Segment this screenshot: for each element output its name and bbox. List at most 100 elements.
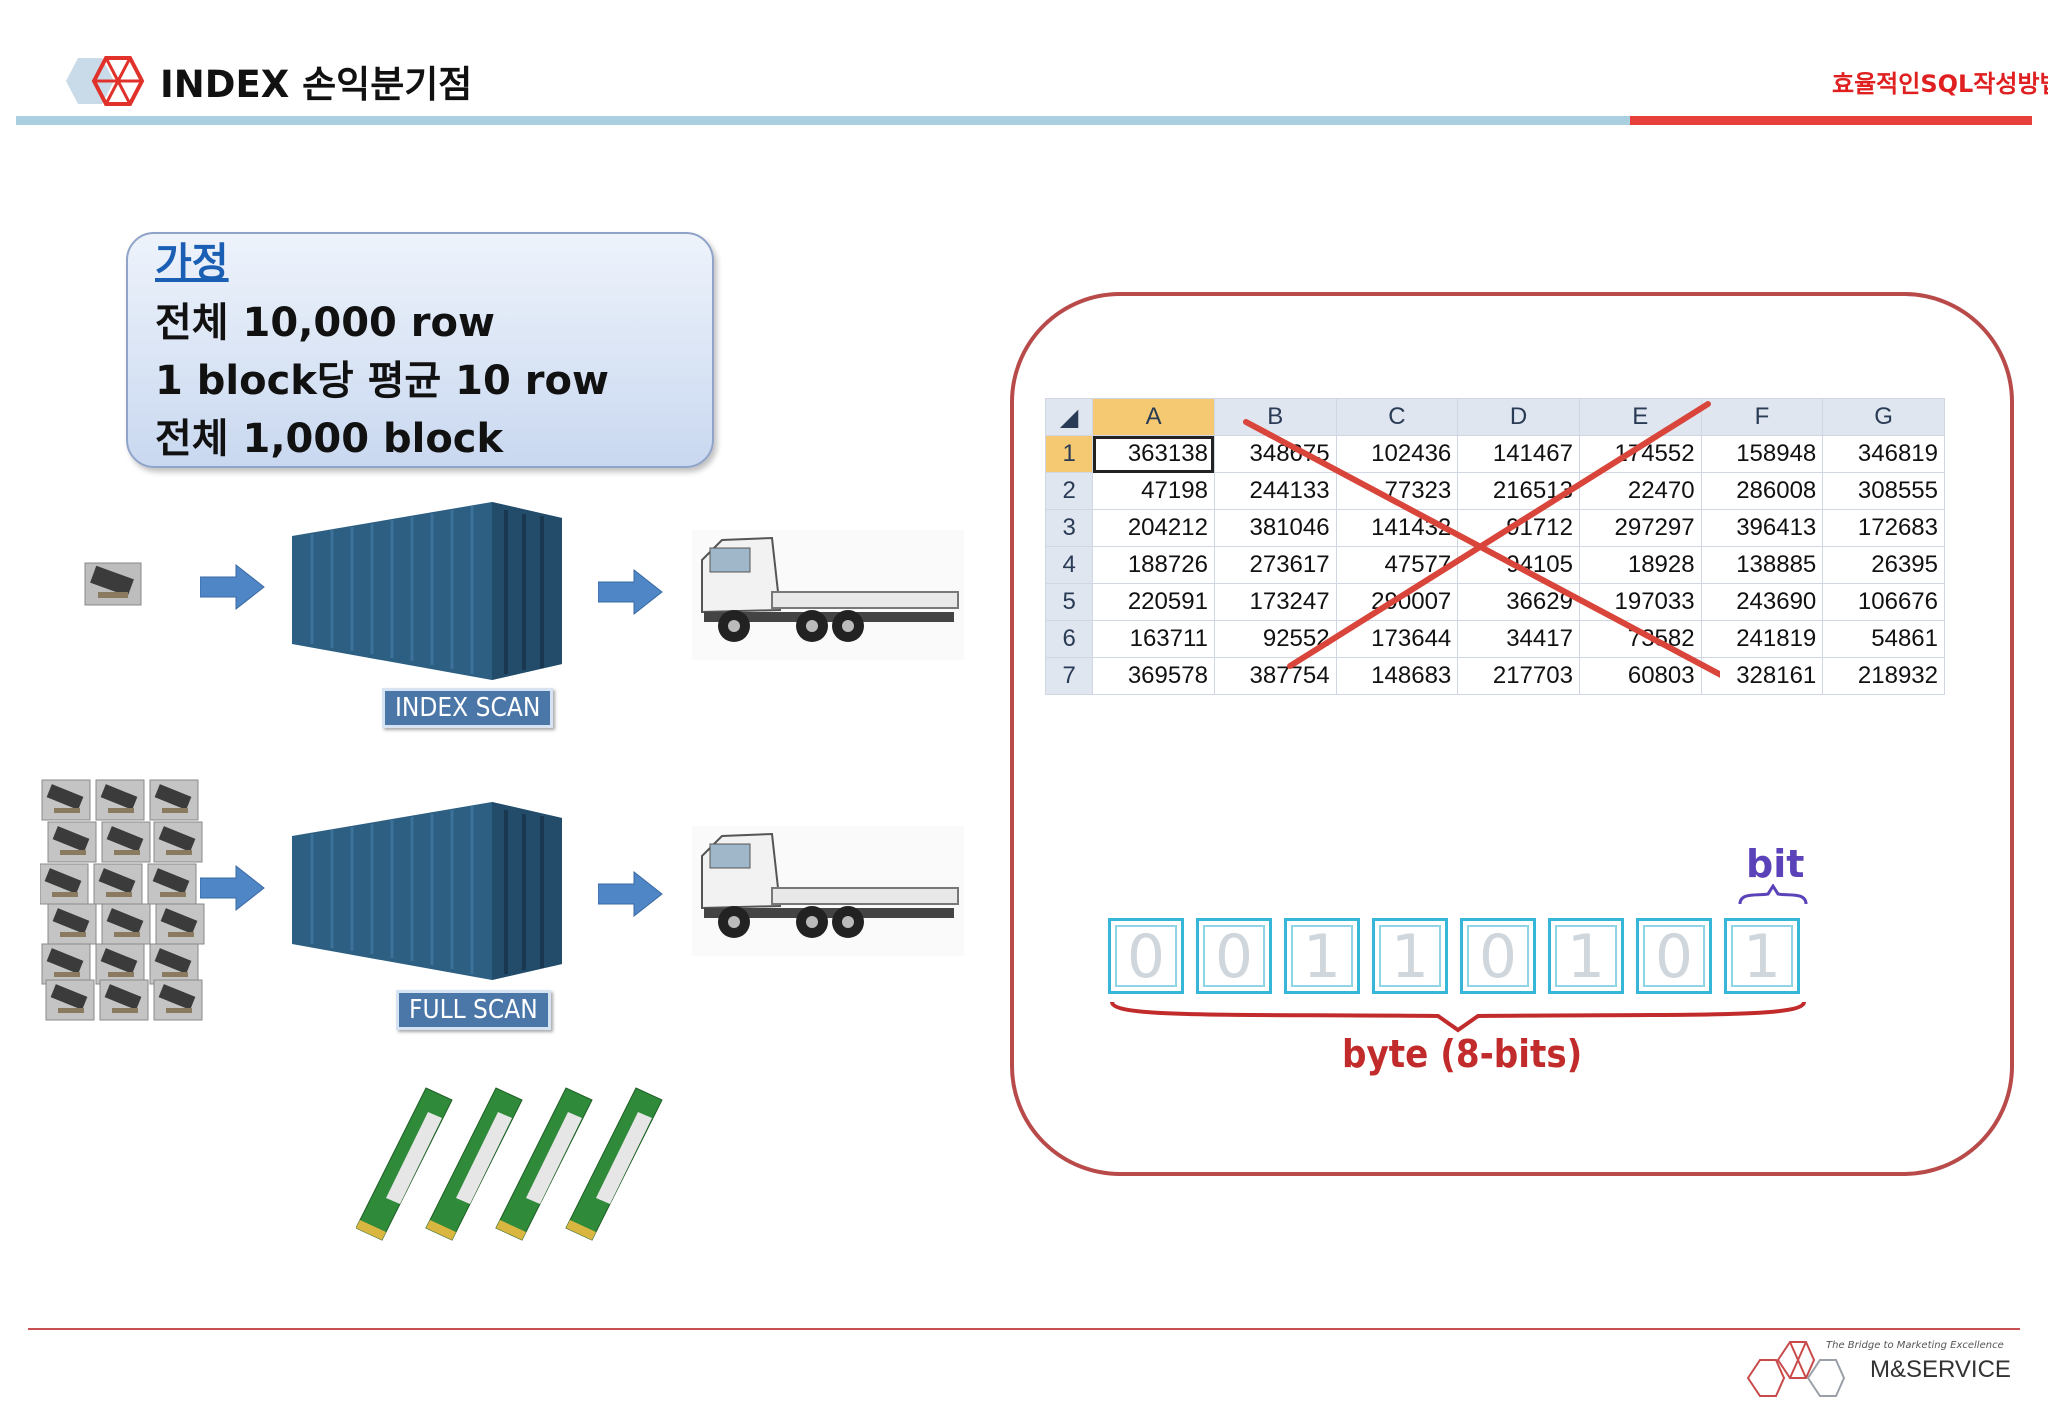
table-cell[interactable]: 148683	[1335, 657, 1459, 695]
table-cell[interactable]: 102436	[1335, 435, 1459, 473]
bit-cell: 1	[1372, 918, 1448, 994]
truck-icon	[692, 530, 964, 660]
table-cell[interactable]: 34417	[1457, 620, 1580, 658]
table-cell[interactable]: 18928	[1578, 546, 1702, 584]
byte-bits-row: 0 0 1 1 0 1 0 1	[1108, 918, 1800, 994]
arrow-right-icon	[598, 870, 663, 918]
table-cell[interactable]: 92552	[1213, 620, 1337, 658]
table-cell[interactable]: 138885	[1700, 546, 1824, 584]
row-header[interactable]: 7	[1044, 657, 1094, 695]
row-header[interactable]: 5	[1044, 583, 1094, 621]
single-block-icon	[84, 562, 142, 606]
table-cell[interactable]: 26395	[1822, 546, 1945, 584]
table-cell[interactable]: 363138	[1092, 435, 1215, 473]
table-cell[interactable]: 158948	[1700, 435, 1824, 473]
memory-modules-icon	[356, 1087, 663, 1241]
table-cell[interactable]: 173247	[1213, 583, 1337, 621]
table-cell[interactable]: 308555	[1822, 472, 1945, 510]
company-logo-icon	[66, 56, 145, 106]
column-header[interactable]: D	[1457, 398, 1580, 436]
table-cell[interactable]: 218932	[1822, 657, 1945, 695]
arrow-right-icon	[200, 563, 265, 611]
table-cell[interactable]: 36629	[1457, 583, 1580, 621]
table-cell[interactable]: 381046	[1213, 509, 1337, 547]
bit-cell: 0	[1460, 918, 1536, 994]
assumption-box	[126, 232, 714, 468]
table-cell[interactable]: 290007	[1335, 583, 1459, 621]
table-cell[interactable]: 243690	[1700, 583, 1824, 621]
bit-label: bit	[1746, 842, 1805, 886]
table-cell[interactable]: 54861	[1822, 620, 1945, 658]
table-cell[interactable]: 204212	[1092, 509, 1215, 547]
footer-brand-name: M&SERVICE	[1870, 1356, 2011, 1383]
table-cell[interactable]: 197033	[1578, 583, 1702, 621]
table-cell[interactable]: 141467	[1457, 435, 1580, 473]
table-cell[interactable]: 60803	[1578, 657, 1702, 695]
select-all-corner[interactable]: ◢	[1044, 398, 1094, 436]
table-cell[interactable]: 141432	[1335, 509, 1459, 547]
table-cell[interactable]: 91712	[1457, 509, 1580, 547]
header-divider-blue	[16, 116, 1630, 125]
row-header[interactable]: 2	[1044, 472, 1094, 510]
row-header[interactable]: 3	[1044, 509, 1094, 547]
column-header[interactable]: G	[1822, 398, 1945, 436]
table-cell[interactable]: 163711	[1092, 620, 1215, 658]
table-cell[interactable]: 396413	[1700, 509, 1824, 547]
section-subtitle: 효율적인SQL작성방법	[1832, 70, 2048, 98]
brand-logo-icon	[1746, 1341, 1846, 1397]
table-cell[interactable]: 22470	[1578, 472, 1702, 510]
table-cell[interactable]: 188726	[1092, 546, 1215, 584]
table-cell[interactable]: 217703	[1457, 657, 1580, 695]
table-cell[interactable]: 273617	[1213, 546, 1337, 584]
assumption-line: 전체 10,000 row	[155, 300, 495, 346]
column-header[interactable]: F	[1700, 398, 1824, 436]
table-cell[interactable]: 94105	[1457, 546, 1580, 584]
arrow-right-icon	[598, 568, 663, 616]
table-cell[interactable]: 174552	[1578, 435, 1702, 473]
table-cell[interactable]: 47577	[1335, 546, 1459, 584]
column-header[interactable]: B	[1213, 398, 1337, 436]
row-header[interactable]: 4	[1044, 546, 1094, 584]
table-cell[interactable]: 173644	[1335, 620, 1459, 658]
table-cell[interactable]: 297297	[1578, 509, 1702, 547]
table-cell[interactable]: 346819	[1822, 435, 1945, 473]
footer-tagline: The Bridge to Marketing Excellence	[1826, 1340, 2004, 1351]
table-cell[interactable]: 73582	[1578, 620, 1702, 658]
column-header-row: ◢ A B C D E F G	[1044, 398, 1945, 436]
row-header[interactable]: 1	[1044, 435, 1094, 473]
table-cell[interactable]: 172683	[1822, 509, 1945, 547]
column-header[interactable]: C	[1335, 398, 1459, 436]
table-cell[interactable]: 348675	[1213, 435, 1337, 473]
full-scan-label: FULL SCAN	[396, 990, 551, 1030]
footer-divider	[28, 1328, 2020, 1330]
bit-cell: 0	[1196, 918, 1272, 994]
table-cell[interactable]: 387754	[1213, 657, 1337, 695]
bit-cell: 1	[1284, 918, 1360, 994]
column-header[interactable]: E	[1578, 398, 1702, 436]
table-cell[interactable]: 328161	[1700, 657, 1824, 695]
table-cell[interactable]: 220591	[1092, 583, 1215, 621]
row-header[interactable]: 6	[1044, 620, 1094, 658]
table-cell[interactable]: 106676	[1822, 583, 1945, 621]
table-cell[interactable]: 369578	[1092, 657, 1215, 695]
table-cell[interactable]: 47198	[1092, 472, 1215, 510]
table-cell[interactable]: 216513	[1457, 472, 1580, 510]
table-cell[interactable]: 244133	[1213, 472, 1337, 510]
table-cell[interactable]: 286008	[1700, 472, 1824, 510]
container-icon	[292, 502, 562, 680]
bit-cell: 1	[1548, 918, 1624, 994]
header-divider-red	[1630, 116, 2032, 125]
bit-cell: 0	[1636, 918, 1712, 994]
page-title: INDEX 손익분기점	[160, 63, 473, 106]
column-header[interactable]: A	[1092, 398, 1215, 436]
table-cell[interactable]: 241819	[1700, 620, 1824, 658]
table-cell[interactable]: 77323	[1335, 472, 1459, 510]
